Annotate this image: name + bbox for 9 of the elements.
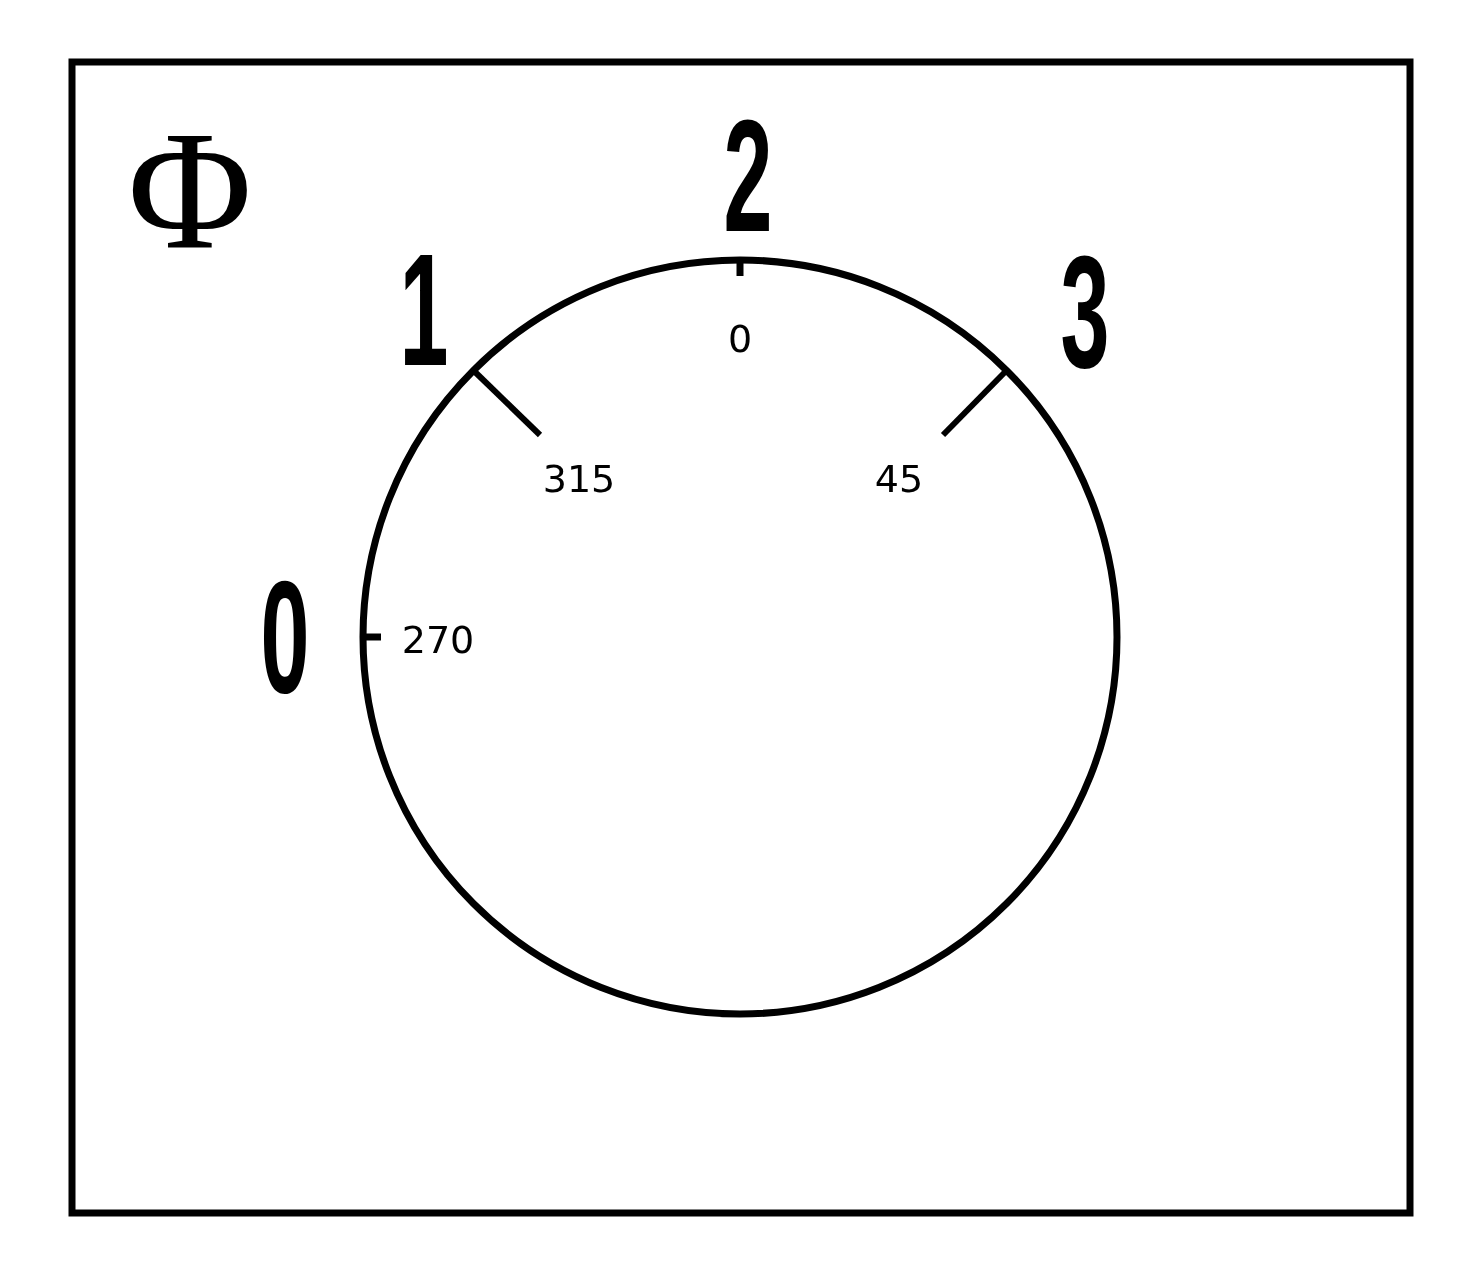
angle-label: 45 — [874, 460, 924, 498]
position-number: 3 — [1060, 232, 1110, 392]
position-number: 1 — [399, 230, 449, 390]
position-number: 0 — [260, 557, 310, 717]
angle-label: 270 — [401, 621, 475, 659]
position-number: 2 — [723, 96, 773, 256]
angle-label: 315 — [542, 460, 616, 498]
angle-label: 0 — [727, 320, 753, 358]
phase-symbol: Φ — [127, 105, 253, 275]
